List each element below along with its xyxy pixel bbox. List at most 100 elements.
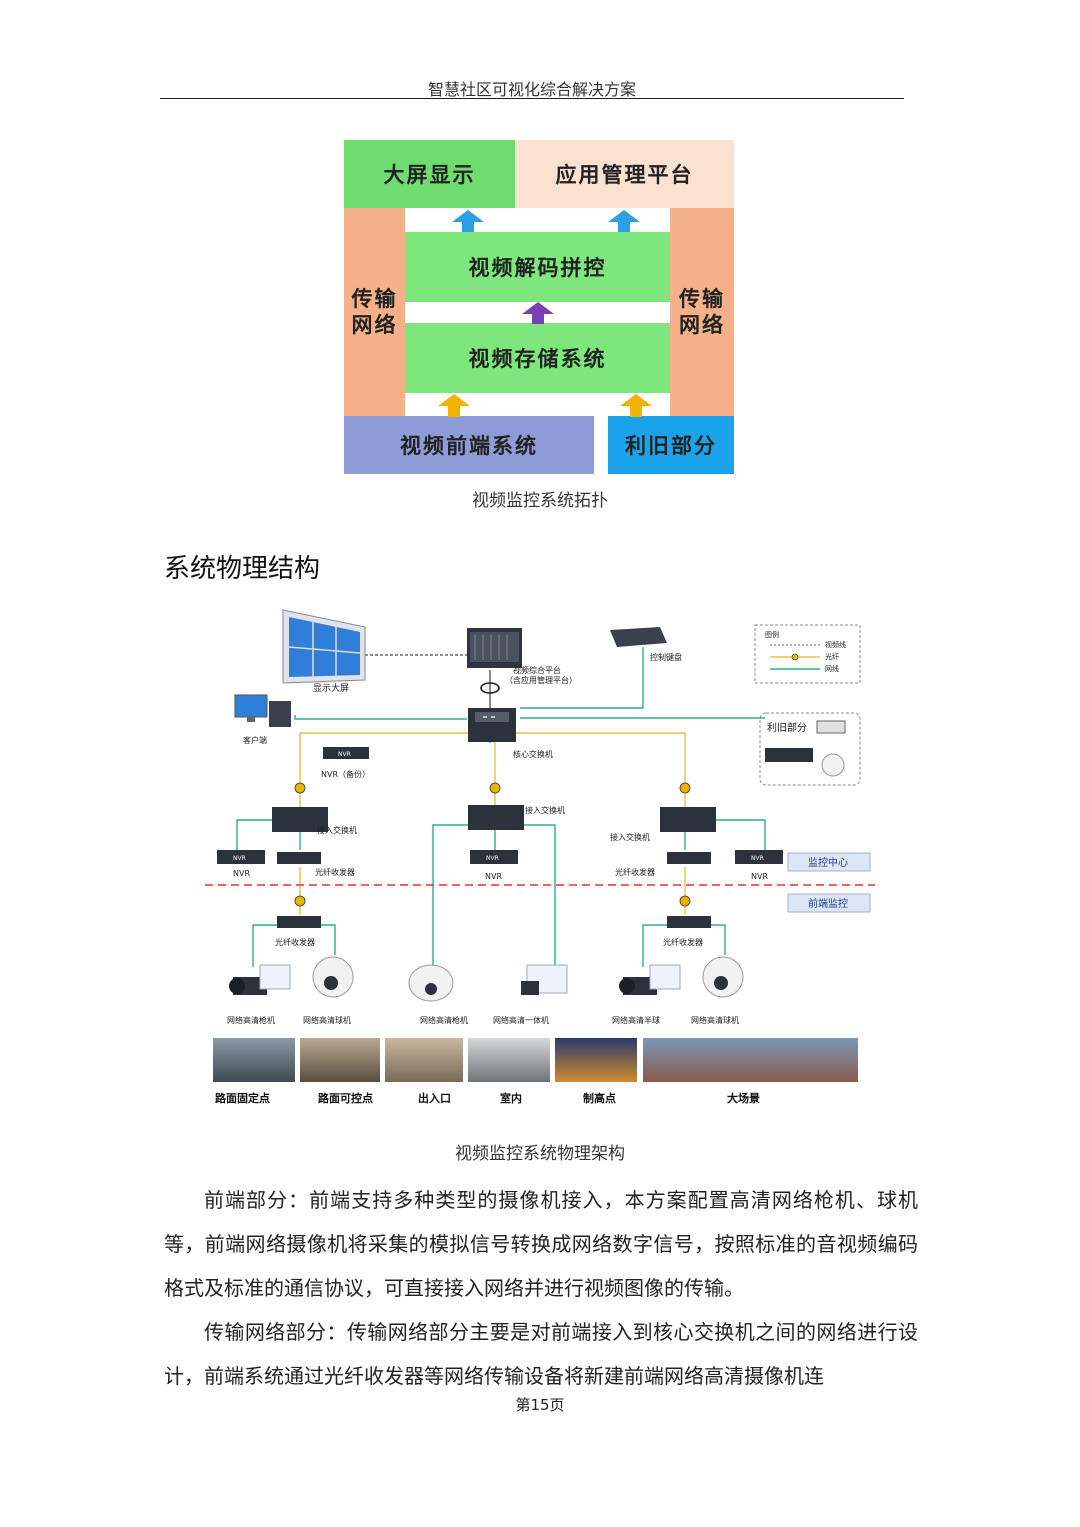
tx-left-bottom-label: 光纤收发器 <box>275 937 315 947</box>
page-number: 第15页 <box>515 1396 565 1414</box>
half-dome-camera-icon <box>619 964 681 995</box>
scene4-label: 室内 <box>500 1091 522 1105</box>
scene3-photo <box>385 1038 463 1082</box>
frontend-block: 视频前端系统 <box>344 416 594 474</box>
cam1-label: 网络高清枪机 <box>227 1015 275 1025</box>
legacy-camera-icon <box>816 720 846 734</box>
scene6-label: 大场景 <box>727 1091 760 1105</box>
nvr-left-label: NVR <box>233 869 250 878</box>
dome-camera-icon <box>702 956 744 998</box>
access-switch-mid-icon <box>468 805 524 830</box>
nvr-left-icon <box>217 850 265 864</box>
arrow-up-icon <box>620 394 652 417</box>
nvr-right-icon-label: NVR <box>751 855 764 862</box>
paragraph-transport: 传输网络部分：传输网络部分主要是对前端接入到核心交换机之间的网络进行设计，前端系… <box>164 1320 918 1388</box>
fiber-node-icon <box>294 895 306 907</box>
tx-right-label: 光纤收发器 <box>615 867 655 877</box>
scene2-photo <box>300 1038 380 1082</box>
display-wall-label: 显示大屏 <box>313 682 349 694</box>
dome-camera-icon <box>312 956 354 998</box>
fiber-ring-icon <box>480 682 500 694</box>
legend-title: 图例 <box>765 630 779 639</box>
frontend-monitor-label: 前端监控 <box>808 897 848 910</box>
transport-left-label: 传输网络 <box>351 287 398 337</box>
big-screen-block: 大屏显示 <box>344 140 515 208</box>
nvr-left-icon-label: NVR <box>233 855 246 862</box>
frontend-monitor-tag <box>787 893 871 913</box>
nvr-right-label: NVR <box>751 872 768 881</box>
tx-right-bottom-label: 光纤收发器 <box>663 937 703 947</box>
topology-arrows <box>438 210 652 417</box>
header-rule <box>160 98 904 99</box>
legacy-block: 利旧部分 <box>608 416 734 474</box>
platform-chassis-icon <box>467 628 522 668</box>
cam6-label: 网络高清球机 <box>691 1015 739 1025</box>
cam2-label: 网络高清球机 <box>303 1015 351 1025</box>
fiber-node-icon <box>679 782 691 794</box>
net-line <box>294 715 467 720</box>
keyboard-label: 控制键盘 <box>650 652 682 662</box>
legend-fiber-label: 光纤 <box>825 652 839 661</box>
cam4-label: 网络高清一体机 <box>493 1015 549 1025</box>
access-switch-right-icon <box>660 807 716 832</box>
nvr-backup-icon-label: NVR <box>338 751 351 758</box>
app-platform-block: 应用管理平台 <box>515 140 734 208</box>
scene4-photo <box>468 1038 550 1082</box>
access-switch-left-icon <box>272 807 328 832</box>
nvr-backup-icon <box>323 747 369 759</box>
platform-label-2: （含应用管理平台） <box>505 675 577 685</box>
nvr-right-icon <box>735 850 783 864</box>
platform-label-1: 视频综合平台 <box>513 665 561 675</box>
cam3-label: 网络高清枪机 <box>420 1015 468 1025</box>
transceiver-icon <box>667 916 711 928</box>
scene6-photo <box>643 1038 858 1082</box>
arrow-up-icon <box>522 302 554 324</box>
core-switch-label: 核心交换机 <box>513 749 553 759</box>
scene1-label: 路面固定点 <box>215 1091 270 1105</box>
integrated-camera-icon <box>521 964 568 995</box>
paragraph-frontend: 前端部分：前端支持多种类型的摄像机接入，本方案配置高清网络枪机、球机等，前端网络… <box>164 1188 918 1300</box>
legend-fiber-icon <box>791 653 799 661</box>
decode-block: 视频解码拼控 <box>405 232 670 302</box>
topology-caption: 视频监控系统拓扑 <box>472 491 608 511</box>
scene2-label: 路面可控点 <box>318 1091 373 1105</box>
transport-right-label: 传输网络 <box>679 287 725 337</box>
legacy-box <box>759 712 861 786</box>
tx-left-label: 光纤收发器 <box>315 867 355 877</box>
cam5-label: 网络高清半球 <box>612 1015 660 1025</box>
display-wall-icon <box>282 609 366 684</box>
dome-camera-icon <box>408 964 454 1002</box>
nvr-mid-label: NVR <box>485 872 502 881</box>
fiber-node-icon <box>679 895 691 907</box>
legacy-label: 利旧部分 <box>767 721 807 734</box>
control-keyboard-icon <box>610 627 667 647</box>
net-line <box>520 647 644 709</box>
access-left-label: 接入交换机 <box>317 825 357 835</box>
transport-left-block: 传输网络 <box>344 208 405 416</box>
fiber-line <box>490 732 686 807</box>
access-mid-label: 接入交换机 <box>525 805 565 815</box>
transceiver-icon <box>667 852 711 864</box>
monitor-center-label: 监控中心 <box>808 856 848 869</box>
nvr-mid-icon-label: NVR <box>486 855 499 862</box>
nvr-mid-icon <box>470 850 518 864</box>
fiber-node-icon <box>489 782 501 794</box>
transceiver-icon <box>277 916 321 928</box>
legacy-nvr-icon <box>765 748 813 762</box>
arrow-up-icon <box>438 394 470 417</box>
client-label: 客户端 <box>243 735 267 745</box>
scene3-label: 出入口 <box>418 1091 451 1105</box>
physical-caption: 视频监控系统物理架构 <box>455 1144 625 1164</box>
topology-diagram: 大屏显示 应用管理平台 传输网络 传输网络 视频解码拼控 视频存储系统 视频前端… <box>344 140 734 474</box>
arrow-up-icon <box>452 210 484 232</box>
scene5-label: 制高点 <box>583 1091 616 1105</box>
nvr-backup-label: NVR（备份） <box>321 769 370 779</box>
bullet-camera-icon <box>229 964 291 995</box>
access-right-label: 接入交换机 <box>610 832 650 842</box>
monitor-center-tag <box>787 852 871 872</box>
fiber-line <box>299 732 490 807</box>
arrow-up-icon <box>608 210 640 232</box>
client-pc-icon <box>234 694 291 727</box>
legend-net-label: 网线 <box>825 664 839 673</box>
legend-video-label: 视频线 <box>825 640 846 649</box>
